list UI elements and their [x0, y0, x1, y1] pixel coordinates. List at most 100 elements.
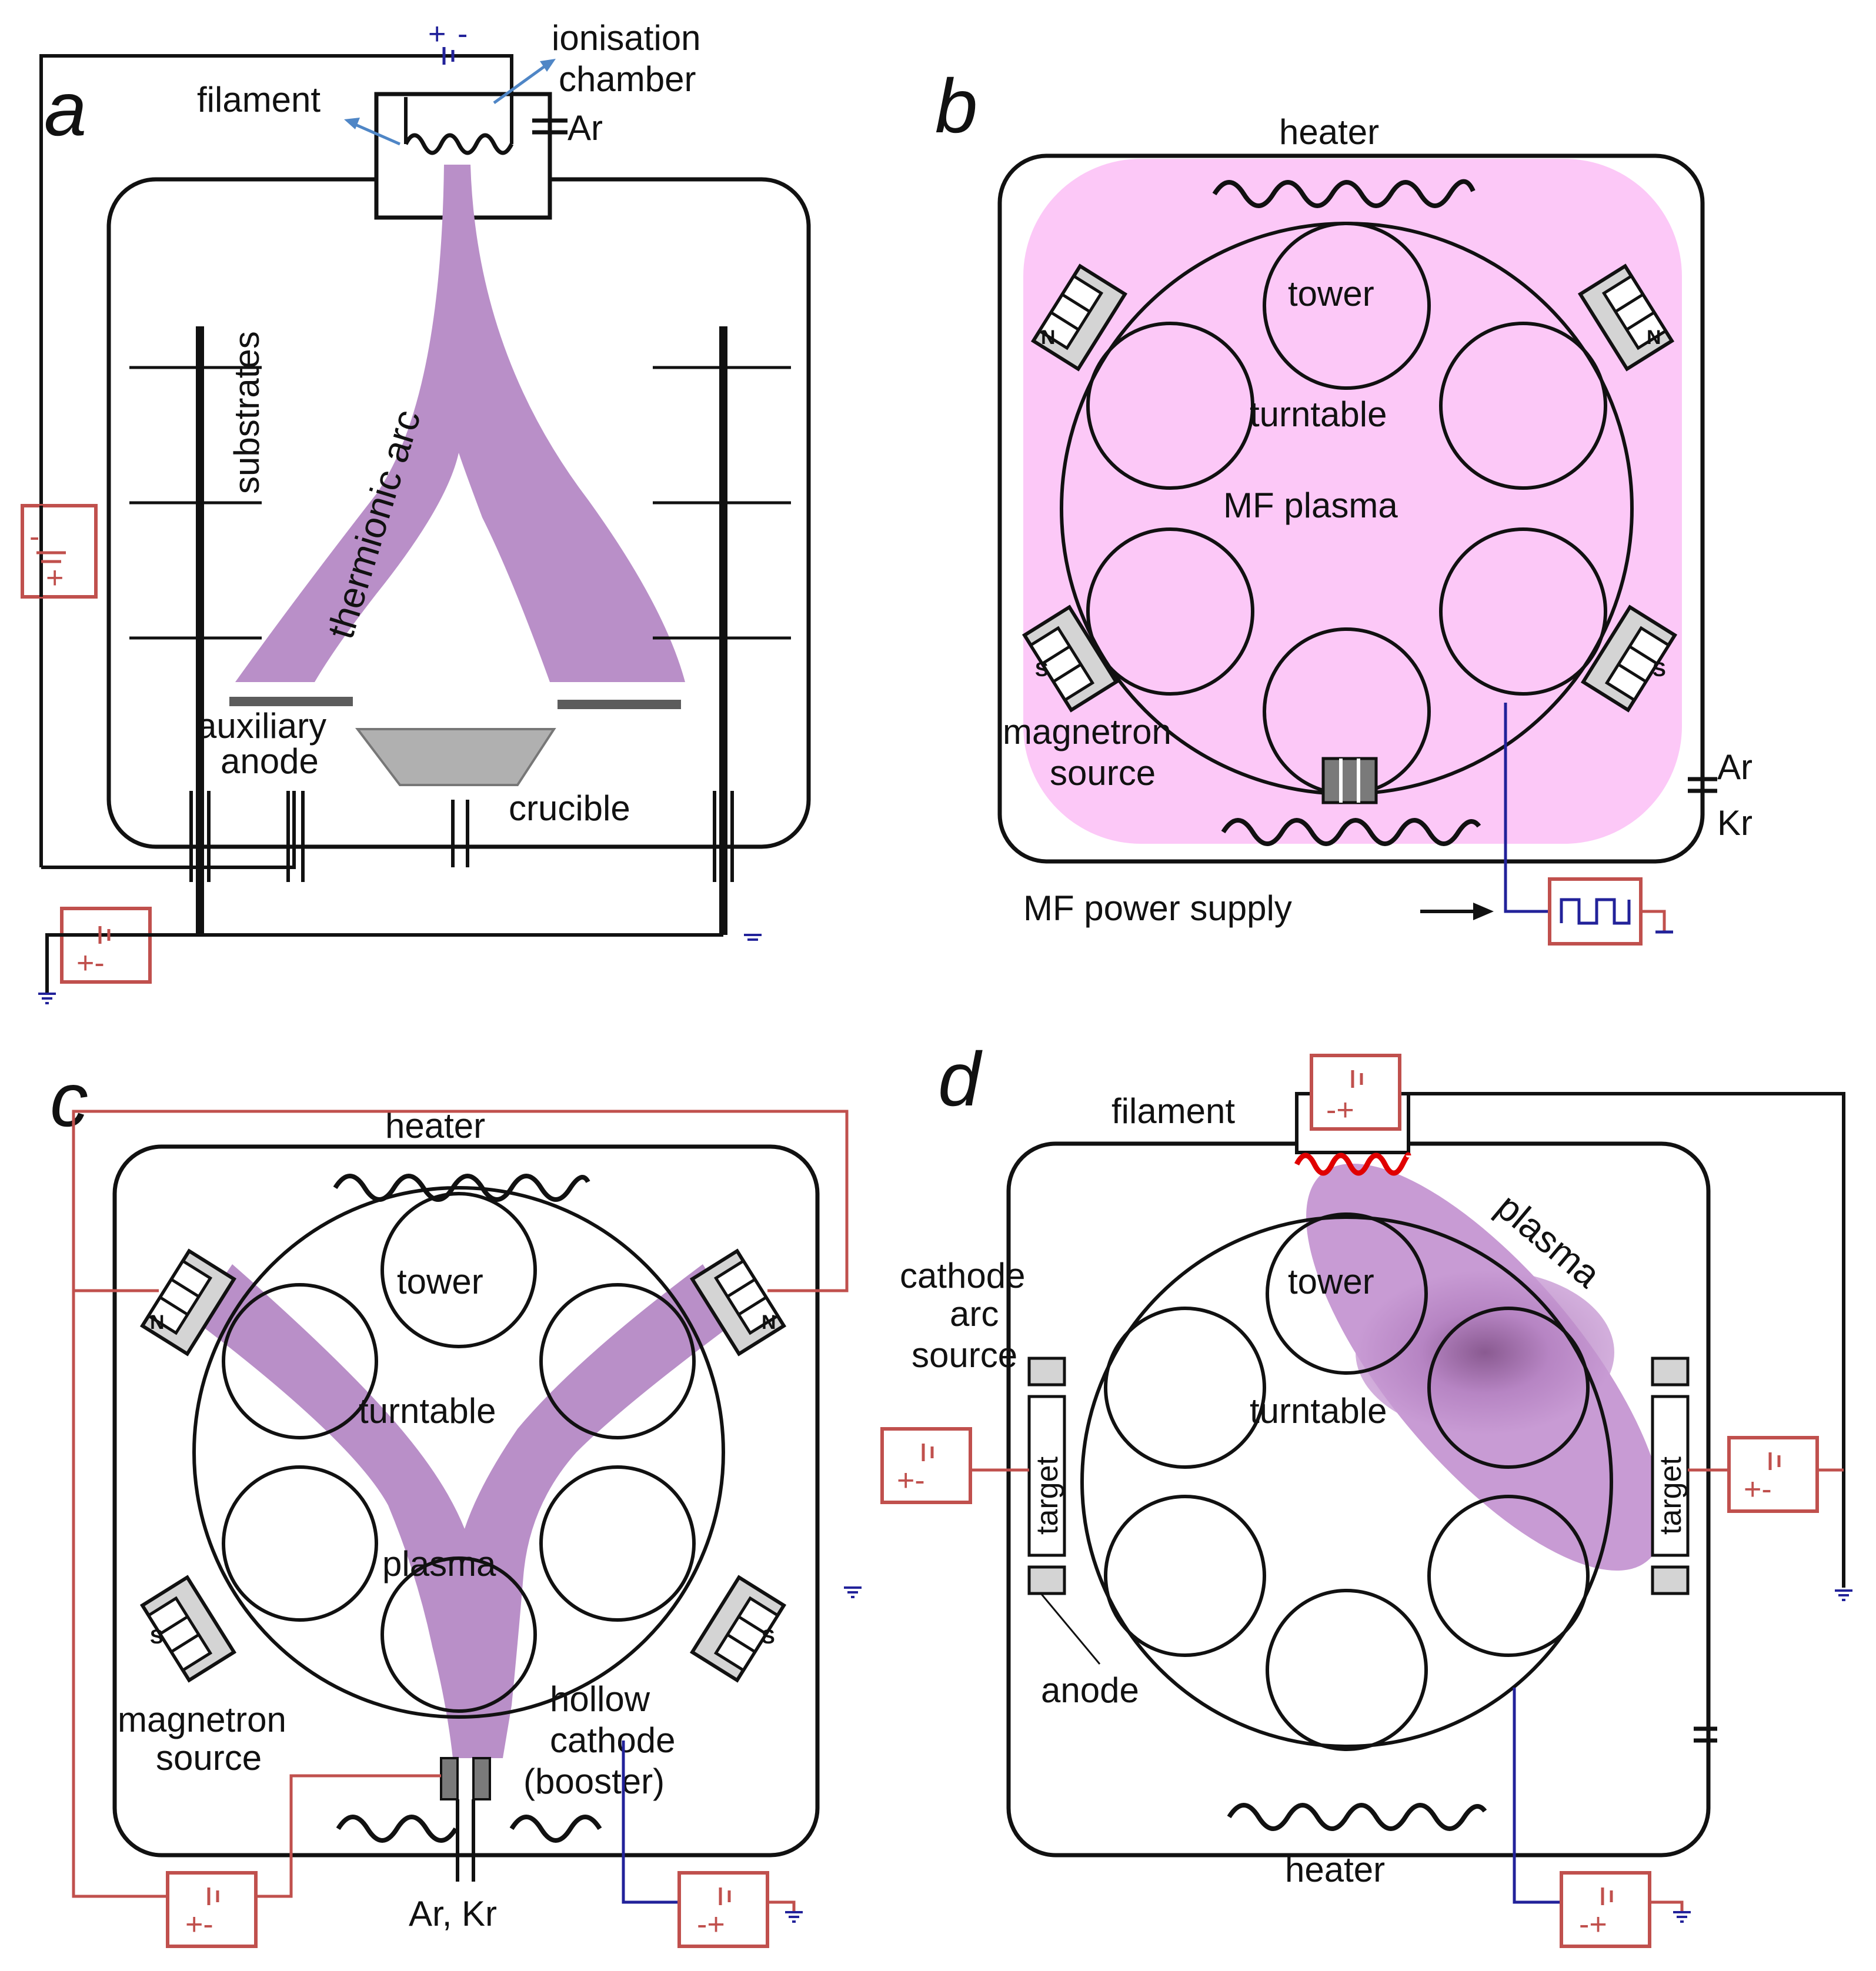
panel-b-tower-2 — [1439, 322, 1607, 490]
panel-c-tower-5 — [222, 1465, 378, 1622]
panel-c-hollow-label-2: cathode — [550, 1721, 676, 1760]
panel-a-chamber-label: chamber — [559, 59, 696, 99]
panel-a-ground-symbol — [38, 993, 56, 1004]
panel-a-crucible-label: crucible — [509, 789, 630, 828]
panel-b-tower-1 — [1263, 222, 1431, 390]
panel-d-turntable — [1080, 1215, 1613, 1748]
panel-a-crucible — [355, 728, 556, 786]
panel-d-cathode-label-2: arc — [950, 1294, 999, 1334]
panel-a-aux-anode-left — [229, 697, 353, 706]
panel-b-mf-wire-out — [1641, 910, 1666, 932]
panel-d-cathode-label-1: cathode — [900, 1256, 1026, 1295]
panel-d-heater — [1227, 1803, 1487, 1831]
panel-d-tower-4 — [1266, 1589, 1428, 1751]
panel-c-tower-6 — [222, 1283, 378, 1439]
panel-a-ground-symbol-right — [744, 934, 762, 941]
panel-c-turntable — [192, 1186, 725, 1719]
panel-b-turntable-label: turntable — [1250, 395, 1387, 434]
panel-d-tower-2 — [1427, 1307, 1590, 1469]
panel-a-filament-arrow — [352, 122, 401, 146]
panel-a-ionisation-arrow — [493, 63, 548, 105]
panel-d-turntable-label: turntable — [1250, 1391, 1387, 1431]
panel-c-pole-1: N — [150, 1311, 165, 1334]
panel-a-aux-wire — [41, 791, 296, 869]
panel-b-pole-2: N — [1647, 326, 1661, 349]
panel-d-anode-label: anode — [1041, 1671, 1139, 1710]
panel-c-tower-1 — [380, 1192, 537, 1348]
panel-a-bottom-battery — [60, 907, 152, 984]
panel-b-magnetron-label-1: magnetron — [1003, 712, 1171, 751]
panel-b-mf-supply-label: MF power supply — [1023, 888, 1292, 928]
panel-d-heater-label: heater — [1285, 1850, 1385, 1889]
panel-d-bias-wire — [1513, 1688, 1561, 1904]
panel-c-heater-bottom — [336, 1815, 602, 1843]
panel-b-heater-top-label: heater — [1279, 112, 1379, 152]
panel-c-ground-wire — [767, 1900, 796, 1911]
panel-d-tower-5 — [1104, 1495, 1266, 1657]
panel-d-plasma-core — [1356, 1270, 1614, 1435]
panel-b-chamber — [997, 153, 1705, 864]
panel-b-pole-1: N — [1041, 326, 1056, 349]
panel-d-cathode-label-3: source — [912, 1335, 1017, 1375]
panel-c-magnetron-label-1: magnetron — [118, 1700, 286, 1739]
panel-a-filament-coil — [403, 133, 514, 155]
panel-d-letter: d — [938, 1036, 983, 1122]
panel-d-tower-6 — [1104, 1307, 1266, 1469]
panel-d-filament-coil — [1294, 1152, 1411, 1176]
panel-a-ionisation-arrowhead — [540, 59, 556, 72]
panel-a-top-plus: + — [428, 17, 446, 51]
panel-b-gas-kr: Kr — [1717, 803, 1753, 843]
panel-a-filament-label: filament — [197, 80, 321, 119]
panel-a-side-plus: + — [46, 561, 64, 595]
panel-d-tower-label: tower — [1288, 1262, 1374, 1301]
panel-c-hollow-label-3: (booster) — [523, 1762, 665, 1801]
panel-c-pole-3: S — [150, 1626, 163, 1648]
panel-a-aux-label-2: anode — [221, 741, 319, 781]
panel-a-side-minus: - — [29, 520, 39, 554]
panel-c-magnetron-wire-right — [72, 1110, 849, 1292]
panel-d-tower-3 — [1427, 1495, 1590, 1657]
panel-c-turntable-label: turntable — [359, 1391, 496, 1431]
panel-d-battery-left-signs: +- — [897, 1464, 925, 1498]
thermionic-arc-plasma — [235, 165, 685, 682]
panel-d-target-left-label: target — [1030, 1456, 1064, 1535]
panel-c-tower-label: tower — [397, 1262, 483, 1301]
panel-a-substrates-label: substrates — [227, 331, 266, 494]
panel-b: b heater tower turntable MF plasma N N S… — [935, 63, 1753, 946]
panel-a-aux-label-1: auxiliary — [197, 706, 326, 746]
panel-b-pole-3: S — [1035, 659, 1049, 681]
panel-c-ground-symbol — [785, 1911, 803, 1923]
panel-d-anode-right-bottom — [1651, 1565, 1690, 1595]
panel-c-cathode-wire — [253, 1774, 441, 1898]
panel-b-tower-3 — [1439, 527, 1607, 696]
panel-c-magnetron-wire-left — [72, 1289, 168, 1898]
panel-d-target-left — [1027, 1395, 1066, 1557]
panel-b-plasma-label: MF plasma — [1223, 486, 1398, 525]
panel-c-hollow-cathode-right — [472, 1757, 491, 1800]
panel-a-top-minus: - — [458, 17, 468, 51]
panel-d-target-right-label: target — [1654, 1456, 1688, 1535]
panel-c-hollow-label-1: hollow — [550, 1679, 650, 1719]
panel-c-pole-4: S — [762, 1626, 775, 1648]
panel-b-tower-5 — [1086, 527, 1254, 696]
panel-b-heater-bottom — [1221, 818, 1481, 846]
panel-a-letter: a — [44, 66, 86, 152]
panel-c-plasma-label: plasma — [382, 1544, 496, 1584]
panel-a-ar-label: Ar — [568, 108, 603, 148]
panel-d-bias-signs: -+ — [1579, 1907, 1607, 1942]
panel-b-mf-plasma-cloud — [1023, 159, 1682, 844]
panel-d-bias-battery — [1560, 1871, 1651, 1948]
panel-c-pole-2: N — [762, 1311, 776, 1334]
panel-c-letter: c — [50, 1057, 88, 1142]
panel-d-bias-ground-wire — [1650, 1900, 1684, 1911]
panel-b-pole-4: S — [1653, 659, 1666, 681]
panel-b-supply-arrowhead — [1473, 903, 1494, 920]
panel-c-battery-right — [677, 1871, 769, 1948]
panel-c-tower-4 — [380, 1556, 537, 1713]
panel-d-anode-right-top — [1651, 1357, 1690, 1387]
panel-b-hollow-cathode — [1321, 757, 1378, 804]
panel-b-tower-label: tower — [1288, 274, 1374, 313]
panel-a-side-battery — [21, 504, 98, 599]
panel-d-ground-left — [844, 1586, 862, 1598]
panel-c-booster-wire — [622, 1741, 679, 1904]
